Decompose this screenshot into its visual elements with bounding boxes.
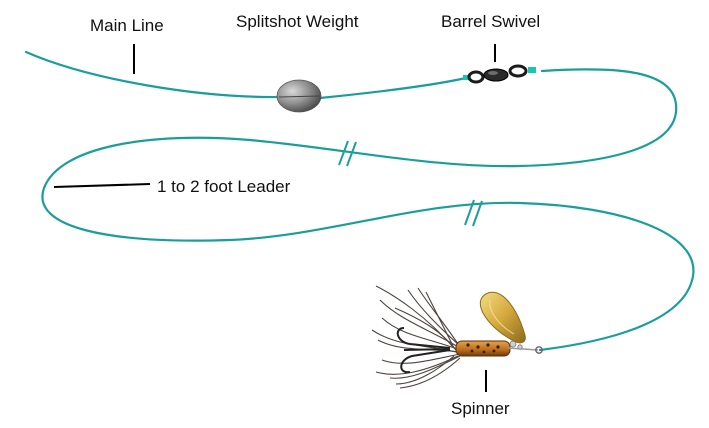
splitshot-weight-icon: [276, 79, 322, 113]
barrel-swivel-icon: [463, 64, 536, 84]
spinner-blade: [479, 291, 526, 344]
label-leader: 1 to 2 foot Leader: [157, 177, 291, 196]
break-mark-lower: [464, 199, 483, 227]
fishing-line: [24, 50, 695, 352]
hackle-tail: [371, 285, 461, 389]
label-spinner: Spinner: [451, 399, 510, 418]
label-barrel-swivel: Barrel Swivel: [441, 12, 540, 31]
body-spots: [466, 343, 500, 354]
break-mark-upper: [338, 140, 357, 167]
pointer-lines: [53, 44, 496, 392]
label-main-line: Main Line: [90, 16, 164, 35]
treble-hook: [396, 327, 451, 374]
lure-body: [455, 340, 511, 357]
line-weight-to-swivel: [318, 76, 468, 100]
leader-path: [41, 68, 695, 352]
label-splitshot-weight: Splitshot Weight: [236, 12, 359, 31]
main-line-path: [24, 50, 282, 99]
spinner-lure-icon: [371, 285, 543, 389]
pointer-leader: [53, 183, 151, 188]
